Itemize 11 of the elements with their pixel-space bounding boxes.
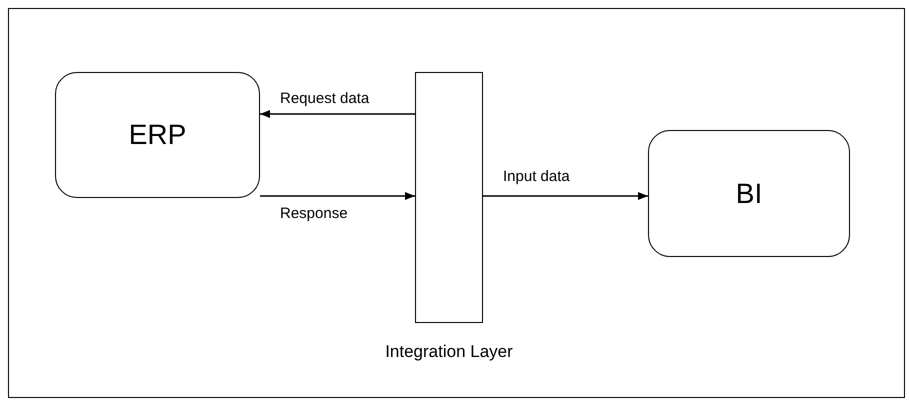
system-box	[648, 130, 850, 257]
edge-label: Input data	[501, 168, 572, 185]
arrow	[483, 192, 648, 200]
edge-label: Request data	[278, 90, 372, 107]
edge-label: Response	[278, 205, 350, 222]
system-box	[55, 72, 260, 198]
system-label: BI	[736, 178, 762, 210]
arrow	[260, 110, 415, 118]
system-label: ERP	[128, 119, 186, 151]
layer-label: Integration Layer	[385, 342, 513, 362]
arrow	[260, 192, 415, 200]
